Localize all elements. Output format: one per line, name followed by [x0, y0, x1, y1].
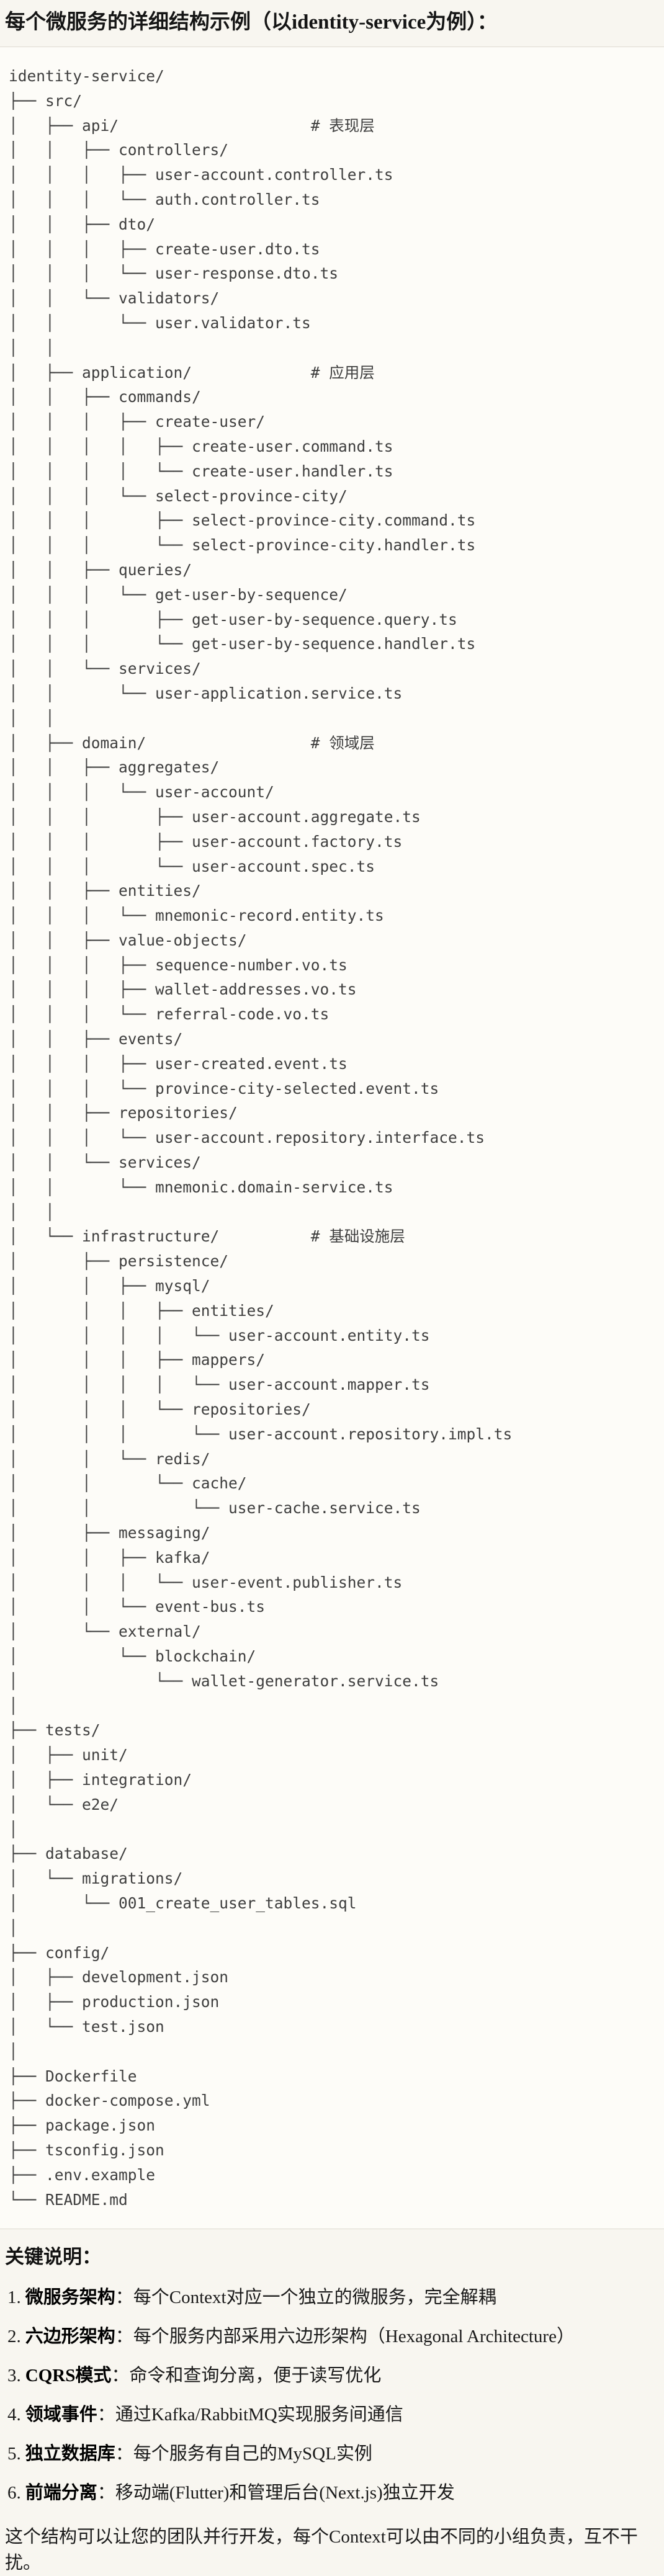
- note-number: 3.: [7, 2366, 21, 2386]
- notes-heading: 关键说明：: [5, 2246, 101, 2268]
- notes-list: 1.微服务架构：每个Context对应一个独立的微服务，完全解耦 2.六边形架构…: [5, 2284, 658, 2506]
- page-title: 每个微服务的详细结构示例（以identity-service为例）：: [5, 11, 498, 34]
- note-term: 独立数据库: [25, 2444, 115, 2464]
- note-text: ：每个服务内部采用六边形架构（Hexagonal Architecture）: [115, 2327, 575, 2347]
- note-text: ：每个服务有自己的MySQL实例: [115, 2444, 372, 2464]
- note-item: 2.六边形架构：每个服务内部采用六边形架构（Hexagonal Architec…: [7, 2323, 658, 2350]
- note-term: 前端分离: [25, 2483, 97, 2503]
- note-number: 6.: [7, 2483, 21, 2503]
- note-text: ：移动端(Flutter)和管理后台(Next.js)独立开发: [97, 2483, 455, 2503]
- note-term: 微服务架构: [25, 2288, 115, 2308]
- note-item: 3.CQRS模式：命令和查询分离，便于读写优化: [7, 2363, 658, 2389]
- note-number: 5.: [7, 2444, 21, 2464]
- note-term: 领域事件: [25, 2405, 97, 2425]
- directory-tree: identity-service/ ├── src/ │ ├── api/ # …: [9, 67, 513, 2209]
- note-term: 六边形架构: [25, 2327, 115, 2347]
- note-item: 1.微服务架构：每个Context对应一个独立的微服务，完全解耦: [7, 2284, 658, 2310]
- note-text: ：命令和查询分离，便于读写优化: [111, 2366, 382, 2386]
- note-text: ：通过Kafka/RabbitMQ实现服务间通信: [97, 2405, 403, 2425]
- notes-section: 关键说明： 1.微服务架构：每个Context对应一个独立的微服务，完全解耦 2…: [0, 2229, 664, 2576]
- note-number: 4.: [7, 2405, 21, 2425]
- note-number: 1.: [7, 2288, 21, 2308]
- closing-paragraph: 这个结构可以让您的团队并行开发，每个Context可以由不同的小组负责，互不干扰…: [5, 2527, 638, 2574]
- note-text: ：每个Context对应一个独立的微服务，完全解耦: [115, 2288, 496, 2308]
- note-term: CQRS模式: [25, 2366, 112, 2386]
- note-item: 5.独立数据库：每个服务有自己的MySQL实例: [7, 2441, 658, 2467]
- note-number: 2.: [7, 2327, 21, 2347]
- note-item: 6.前端分离：移动端(Flutter)和管理后台(Next.js)独立开发: [7, 2480, 658, 2506]
- code-block: identity-service/ ├── src/ │ ├── api/ # …: [0, 47, 664, 2230]
- page-header: 每个微服务的详细结构示例（以identity-service为例）：: [0, 0, 664, 37]
- note-item: 4.领域事件：通过Kafka/RabbitMQ实现服务间通信: [7, 2402, 658, 2428]
